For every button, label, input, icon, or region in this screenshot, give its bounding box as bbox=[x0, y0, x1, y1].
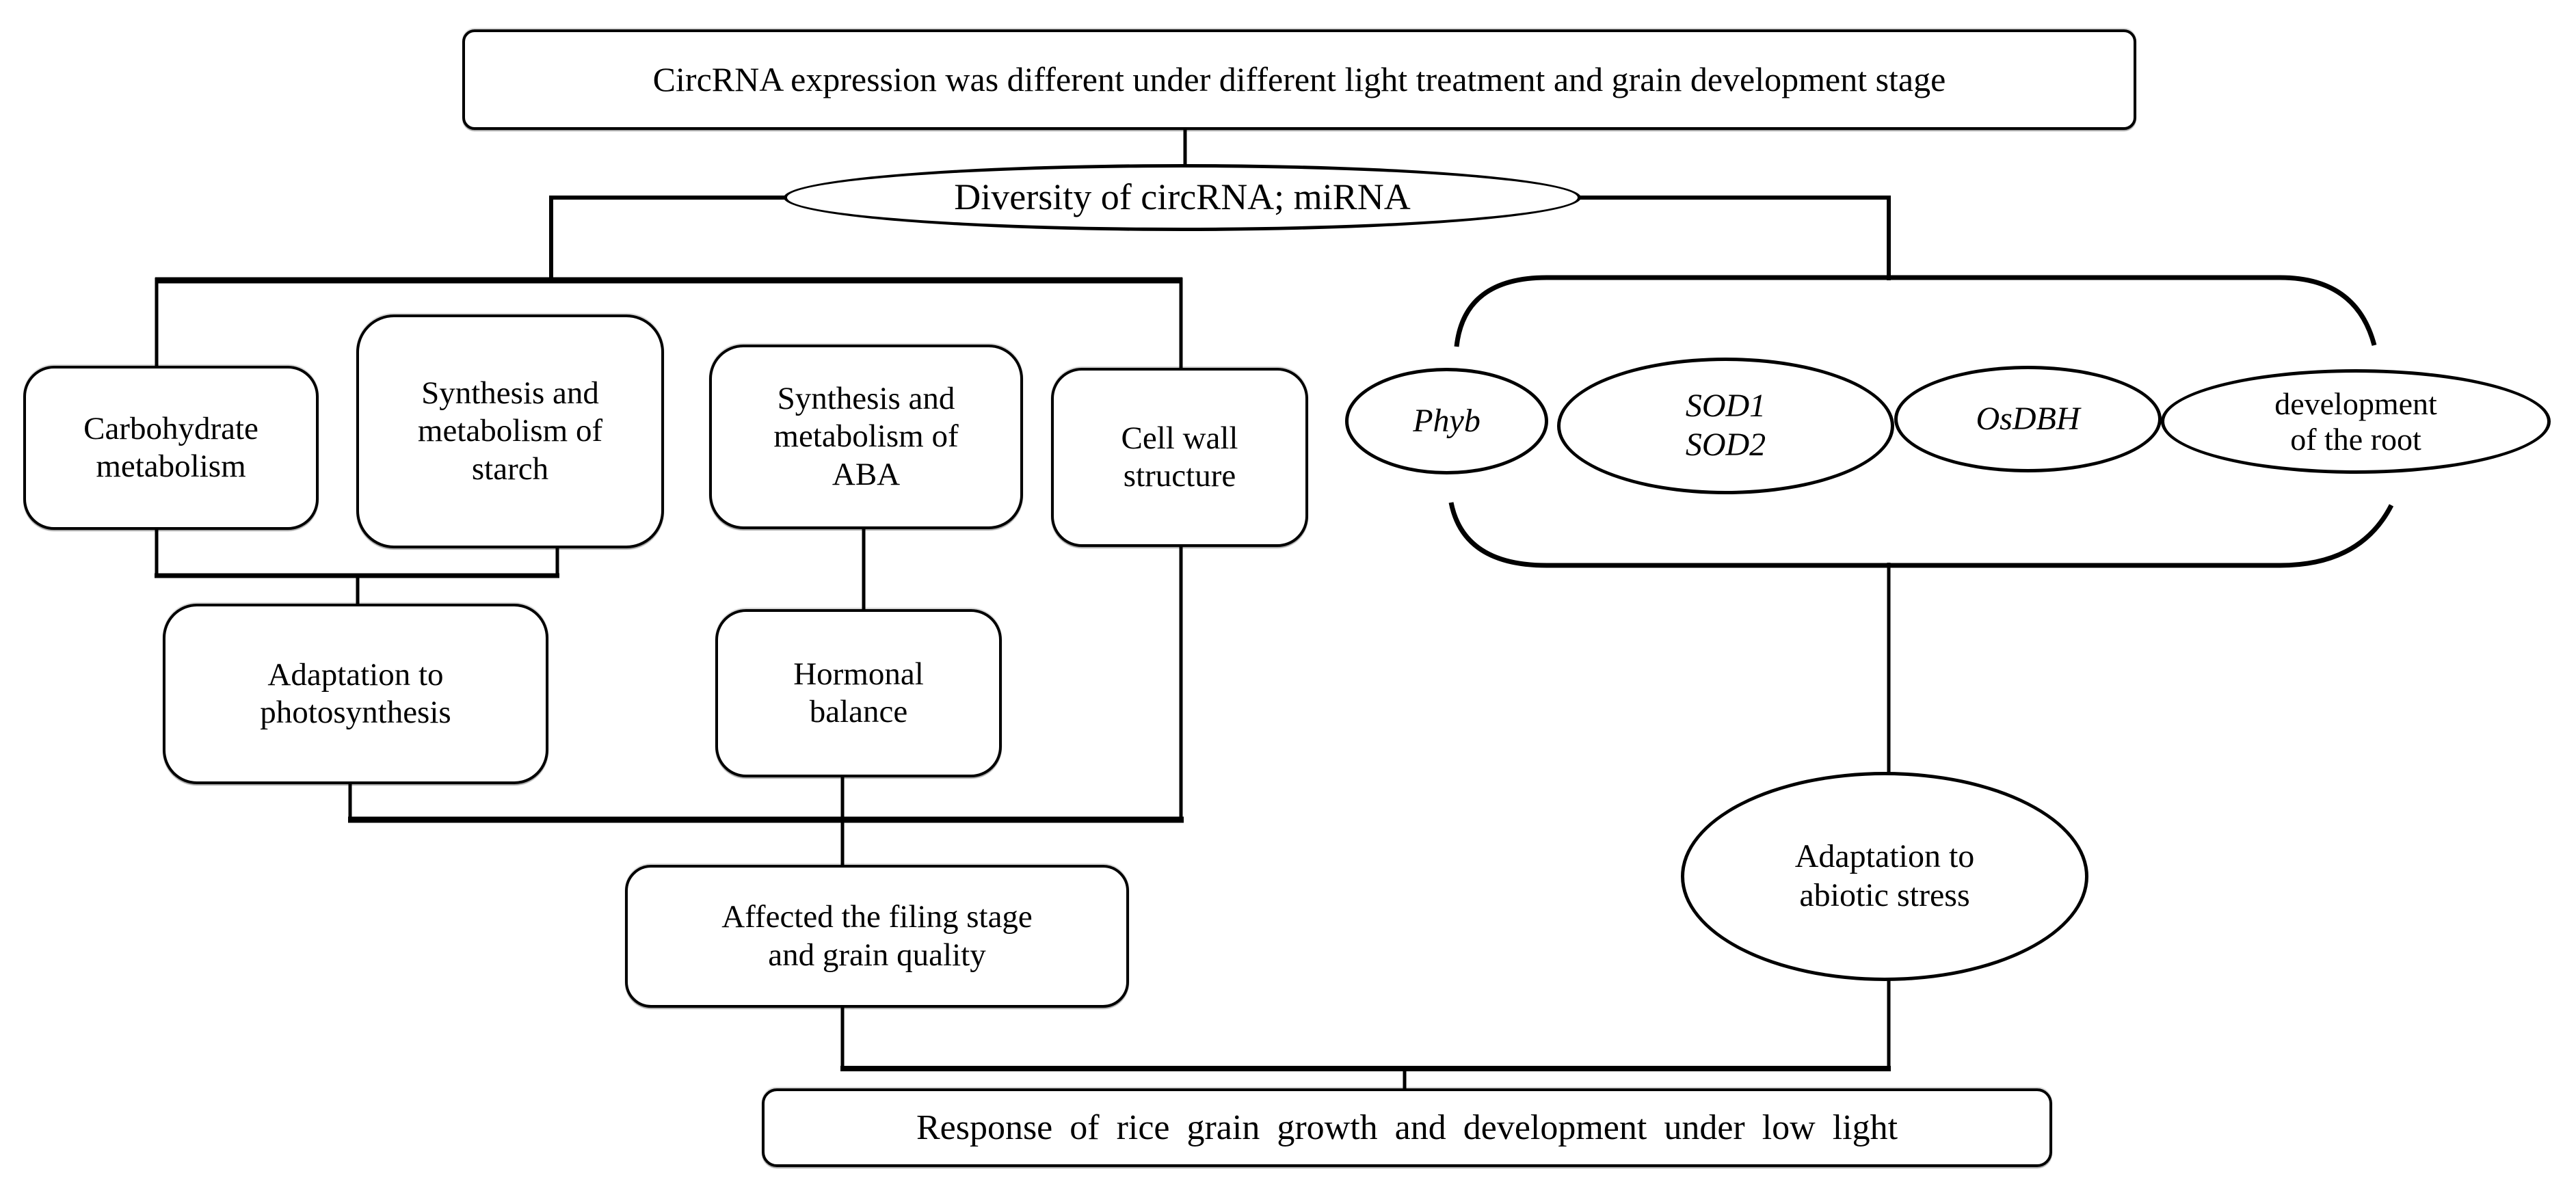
node-starch-synthesis-metabolism: Synthesis and metabolism of starch bbox=[356, 314, 664, 548]
node-aba-synthesis-metabolism: Synthesis and metabolism of ABA bbox=[709, 345, 1023, 529]
ellipse-diversity-circrna-mirna: Diversity of circRNA; miRNA bbox=[784, 164, 1581, 231]
node-cell-wall-structure: Cell wall structure bbox=[1051, 368, 1308, 547]
node-response-rice-grain: Response of rice grain growth and develo… bbox=[762, 1088, 2052, 1167]
node-adaptation-photosynthesis: Adaptation to photosynthesis bbox=[163, 604, 548, 784]
node-affected-filing-stage: Affected the filing stage and grain qual… bbox=[625, 865, 1129, 1008]
ellipse-adaptation-abiotic-stress: Adaptation to abiotic stress bbox=[1681, 772, 2088, 981]
ellipse-gene-phyb: Phyb bbox=[1345, 368, 1548, 474]
ellipse-gene-osdbh: OsDBH bbox=[1894, 366, 2162, 472]
connector-diversity-to-left-branch bbox=[549, 196, 785, 282]
ellipse-root-development: development of the root bbox=[2161, 369, 2551, 474]
node-hormonal-balance: Hormonal balance bbox=[715, 609, 1002, 777]
node-carbohydrate-metabolism: Carbohydrate metabolism bbox=[23, 366, 319, 530]
ellipse-gene-sod1-sod2: SOD1 SOD2 bbox=[1557, 358, 1894, 494]
gene-group-bracket-top bbox=[1454, 275, 2377, 347]
connector-diversity-to-right-branch bbox=[1580, 196, 1891, 280]
node-circrna-expression: CircRNA expression was different under d… bbox=[462, 29, 2136, 130]
gene-group-bracket-bottom bbox=[1448, 502, 2394, 568]
